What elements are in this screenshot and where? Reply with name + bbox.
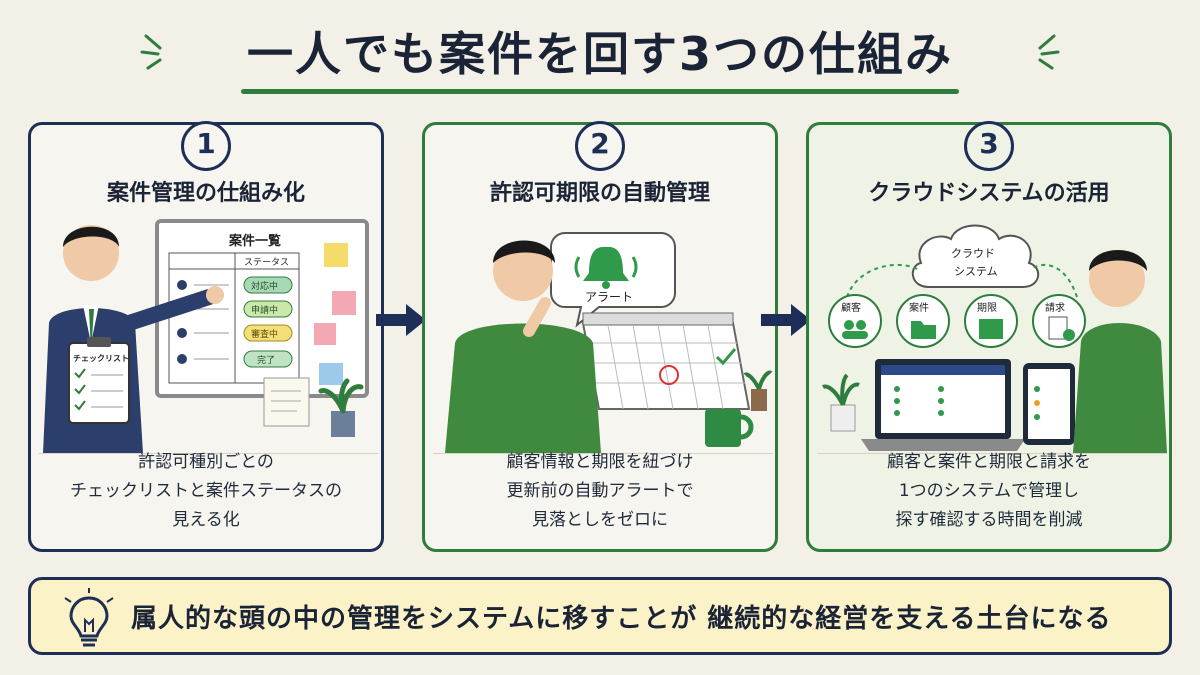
header: 一人でも案件を回す3つの仕組み [0, 18, 1200, 94]
module-deadlines: 期限 [964, 294, 1018, 348]
summary-text: 属人的な頭の中の管理をシステムに移すことが 継続的な経営を支える土台になる [131, 604, 1112, 634]
title-underline [240, 89, 959, 94]
clipboard-icon: チェックリスト [68, 337, 130, 424]
tablet-icon [1023, 363, 1075, 445]
alert-bubble: アラート [550, 232, 676, 328]
lightbulb-icon [64, 588, 114, 647]
memo-paper [263, 377, 310, 427]
arrow-right-icon [761, 304, 811, 336]
cloud-icon: クラウド システム [911, 224, 1039, 288]
mug-icon [705, 409, 754, 447]
sticky-note-pink [332, 291, 356, 315]
status-badge-2: 申請中 [251, 304, 278, 316]
board-rows: 対応中 申請中 審査中 完了 [177, 276, 293, 368]
page-title-text: 一人でも案件を回す3つの仕組み [246, 27, 953, 81]
small-plant-icon [822, 373, 860, 432]
sticky-note-yellow [324, 243, 348, 267]
laptop-icon [861, 359, 1025, 451]
right-sparkle-icon [1038, 34, 1060, 70]
panel-title: 許認可期限の自動管理 [489, 181, 710, 206]
left-sparkle-icon [140, 34, 162, 70]
cloud-label-line2: システム [954, 265, 998, 278]
svg-text:期限: 期限 [977, 302, 997, 314]
person-green-illustration [1073, 250, 1167, 453]
status-badge-3: 審査中 [251, 328, 278, 340]
page-title: 一人でも案件を回す3つの仕組み [240, 18, 959, 94]
panel-deadline-management: 2 許認可期限の自動管理 アラート [422, 121, 778, 552]
calendar-icon [581, 312, 751, 410]
status-badge-4: 完了 [257, 354, 275, 366]
panel-description: 許認可種別ごとの チェックリストと案件ステータスの 見える化 [70, 452, 342, 530]
panel-cloud-system: 3 クラウドシステムの活用 クラウド システム 顧客 案件 期限 請求 [806, 121, 1172, 552]
clipboard-label: チェックリスト [73, 353, 129, 363]
cloud-label-line1: クラウド [951, 247, 995, 260]
panel-title: クラウドシステムの活用 [868, 181, 1110, 206]
sticky-note-pink-2 [314, 323, 336, 345]
svg-text:請求: 請求 [1045, 301, 1065, 314]
svg-text:顧客: 顧客 [841, 301, 861, 314]
svg-text:案件: 案件 [909, 301, 929, 314]
bell-icon [574, 247, 638, 289]
panel-number-2: 2 [575, 121, 625, 171]
arrow-right-icon [376, 304, 426, 336]
board-title: 案件一覧 [228, 233, 281, 249]
panel-title: 案件管理の仕組み化 [106, 181, 305, 206]
panel-number-1: 1 [181, 121, 231, 171]
person-green-illustration [445, 240, 601, 453]
panel-description: 顧客と案件と期限と請求を 1つのシステムで管理し 探す確認する時間を削減 [887, 452, 1091, 530]
board-header: ステータス [244, 257, 289, 268]
sticky-note-blue [319, 363, 343, 385]
panel-description: 顧客情報と期限を紐づけ 更新前の自動アラートで 見落としをゼロに [506, 452, 694, 530]
plant-icon [318, 378, 364, 437]
module-customers: 顧客 [828, 294, 882, 348]
panel-number-3: 3 [964, 121, 1014, 171]
panel-case-management: 1 案件管理の仕組み化 案件一覧 ステータス 対応中 申請中 審査中 完了 [28, 121, 384, 552]
module-cases: 案件 [896, 294, 950, 348]
summary-banner: 属人的な頭の中の管理をシステムに移すことが 継続的な経営を支える土台になる [28, 577, 1172, 655]
status-badge-1: 対応中 [251, 280, 278, 292]
calendar-alert-illustration: アラート [433, 232, 773, 454]
alert-label: アラート [585, 290, 633, 304]
case-board-illustration: 案件一覧 ステータス 対応中 申請中 審査中 完了 [39, 219, 379, 454]
module-billing: 請求 [1032, 294, 1086, 348]
small-plant-icon [743, 370, 773, 411]
cloud-system-illustration: クラウド システム 顧客 案件 期限 請求 [817, 224, 1167, 454]
